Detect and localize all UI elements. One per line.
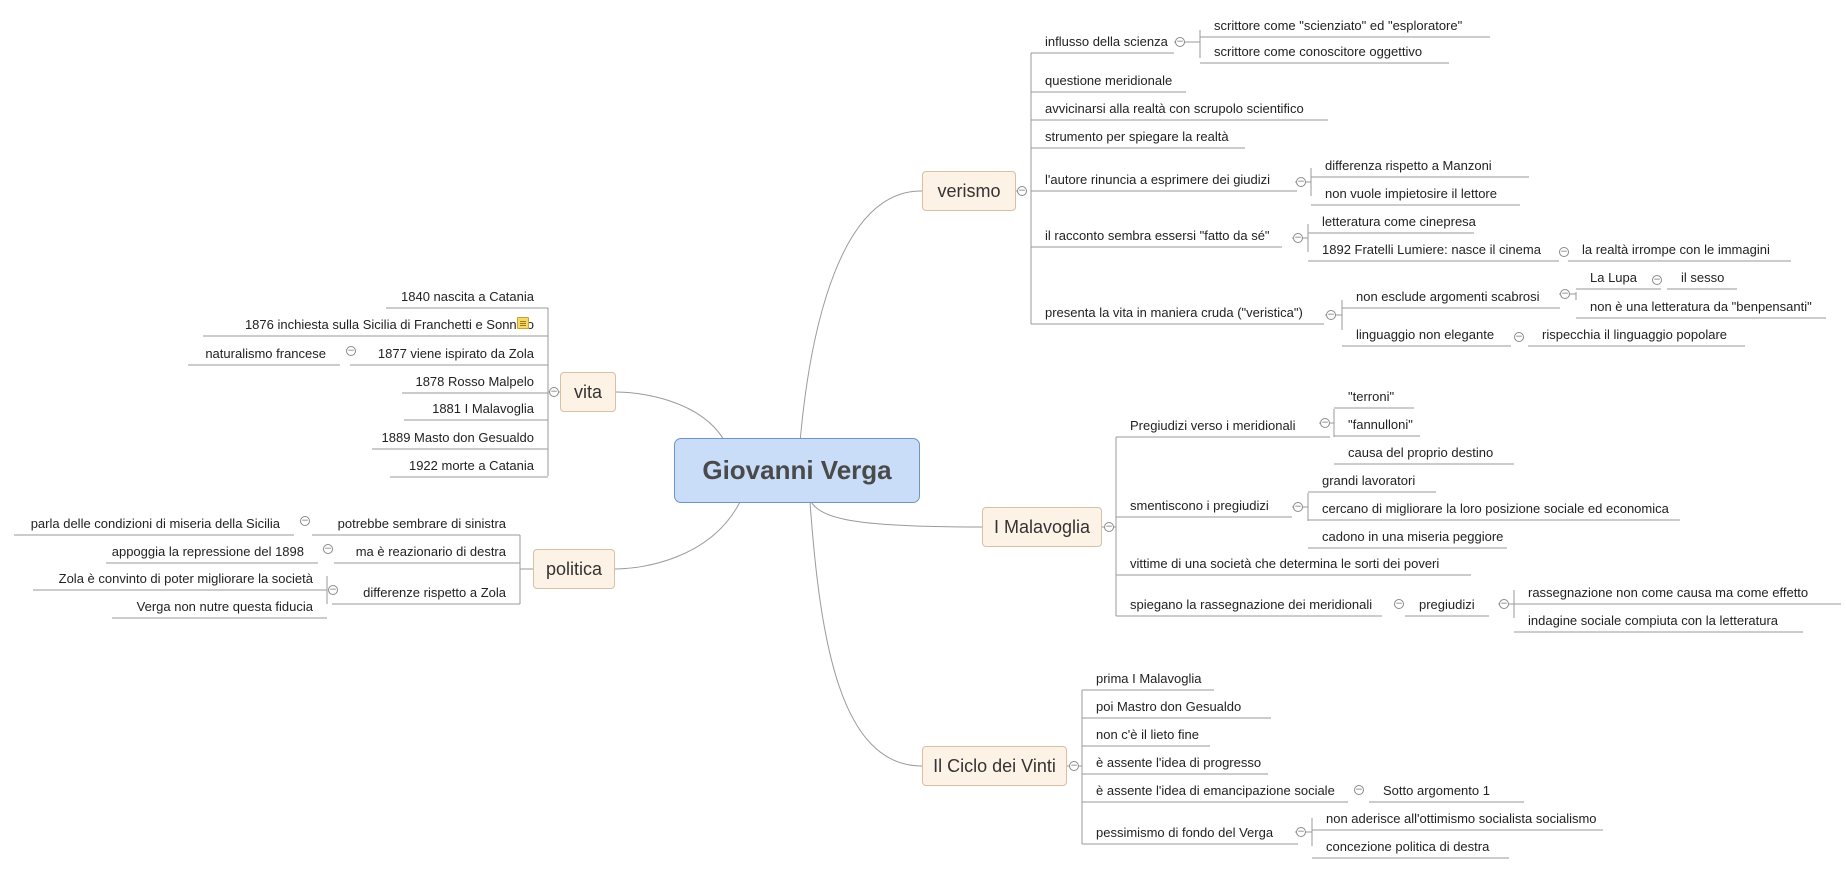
subtopic-causa-del-proprio-destino[interactable]: causa del proprio destino (1348, 445, 1494, 460)
subtopic-naturalismo-francese[interactable]: naturalismo francese (205, 346, 326, 361)
connector (615, 391, 725, 441)
subtopic-scrittore-come-scienziato-ed-esploratore[interactable]: scrittore come "scienziato" ed "esplorat… (1214, 18, 1463, 33)
subtopic-smentiscono-i-pregiudizi[interactable]: smentiscono i pregiudizi (1130, 498, 1269, 513)
topic-ciclo-dei-vinti[interactable]: Il Ciclo dei Vinti (922, 746, 1067, 786)
collapse-toggle-icon[interactable]: − (1017, 186, 1027, 196)
subtopic-1922-morte-a-catania[interactable]: 1922 morte a Catania (408, 458, 534, 473)
subtopic-1877-viene-ispirato-da-zola[interactable]: 1877 viene ispirato da Zola (377, 346, 534, 361)
collapse-toggle-icon[interactable]: − (1326, 310, 1336, 320)
subtopic-il-racconto-sembra-essersi-fatto-da-se[interactable]: il racconto sembra essersi "fatto da sé" (1045, 228, 1270, 243)
subtopic-presenta-la-vita-in-maniera-cruda-verist[interactable]: presenta la vita in maniera cruda ("veri… (1045, 305, 1303, 320)
subtopic-non-aderisce-all-ottimismo-socialista-so[interactable]: non aderisce all'ottimismo socialista so… (1326, 811, 1597, 826)
topic-malavoglia[interactable]: I Malavoglia (982, 507, 1102, 547)
subtopic-terroni[interactable]: "terroni" (1348, 389, 1395, 404)
collapse-toggle-icon[interactable]: − (1559, 247, 1569, 257)
subtopic-grandi-lavoratori[interactable]: grandi lavoratori (1322, 473, 1416, 488)
topic-verismo[interactable]: verismo (922, 171, 1016, 211)
subtopic-zola-e-convinto-di-poter-migliorare-la-s[interactable]: Zola è convinto di poter migliorare la s… (58, 571, 313, 586)
subtopic-poi-mastro-don-gesualdo[interactable]: poi Mastro don Gesualdo (1096, 699, 1242, 714)
subtopic-sotto-argomento-1[interactable]: Sotto argomento 1 (1383, 783, 1490, 798)
subtopic-fannulloni[interactable]: "fannulloni" (1348, 417, 1413, 432)
collapse-toggle-icon[interactable]: − (328, 585, 338, 595)
subtopic-concezione-politica-di-destra[interactable]: concezione politica di destra (1326, 839, 1490, 854)
subtopic-e-assente-l-idea-di-emancipazione-social[interactable]: è assente l'idea di emancipazione social… (1096, 783, 1335, 798)
subtopic-avvicinarsi-alla-realta-con-scrupolo-sci[interactable]: avvicinarsi alla realtà con scrupolo sci… (1045, 101, 1304, 116)
collapse-toggle-icon[interactable]: − (1354, 785, 1364, 795)
subtopic-strumento-per-spiegare-la-realta[interactable]: strumento per spiegare la realtà (1045, 129, 1229, 144)
subtopic-prima-i-malavoglia[interactable]: prima I Malavoglia (1096, 671, 1202, 686)
subtopic-1889-masto-don-gesualdo[interactable]: 1889 Masto don Gesualdo (381, 430, 535, 445)
subtopic-pessimismo-di-fondo-del-verga[interactable]: pessimismo di fondo del Verga (1096, 825, 1274, 840)
subtopic-pregiudizi[interactable]: pregiudizi (1419, 597, 1475, 612)
subtopic-parla-delle-condizioni-di-miseria-della-[interactable]: parla delle condizioni di miseria della … (30, 516, 280, 531)
collapse-toggle-icon[interactable]: − (1499, 599, 1509, 609)
central-topic[interactable]: Giovanni Verga (674, 438, 920, 503)
subtopic-la-lupa[interactable]: La Lupa (1590, 270, 1637, 285)
collapse-toggle-icon[interactable]: − (323, 544, 333, 554)
subtopic-appoggia-la-repressione-del-1898[interactable]: appoggia la repressione del 1898 (111, 544, 304, 559)
subtopic-vittime-di-una-societa-che-determina-le-[interactable]: vittime di una società che determina le … (1130, 556, 1440, 571)
subtopic-1881-i-malavoglia[interactable]: 1881 I Malavoglia (432, 401, 534, 416)
subtopic-letteratura-come-cinepresa[interactable]: letteratura come cinepresa (1322, 214, 1476, 229)
subtopic-non-esclude-argomenti-scabrosi[interactable]: non esclude argomenti scabrosi (1356, 289, 1540, 304)
collapse-toggle-icon[interactable]: − (1296, 177, 1306, 187)
subtopic-differenze-rispetto-a-zola[interactable]: differenze rispetto a Zola (363, 585, 506, 600)
collapse-toggle-icon[interactable]: − (1652, 275, 1662, 285)
collapse-toggle-icon[interactable]: − (1394, 599, 1404, 609)
subtopic-non-e-una-letteratura-da-benpensanti[interactable]: non è una letteratura da "benpensanti" (1590, 299, 1812, 314)
subtopic-il-sesso[interactable]: il sesso (1681, 270, 1725, 285)
collapse-toggle-icon[interactable]: − (549, 387, 559, 397)
subtopic-questione-meridionale[interactable]: questione meridionale (1045, 73, 1173, 88)
connector (809, 501, 923, 767)
collapse-toggle-icon[interactable]: − (1293, 233, 1303, 243)
subtopic-l-autore-rinuncia-a-esprimere-dei-giudiz[interactable]: l'autore rinuncia a esprimere dei giudiz… (1045, 172, 1271, 187)
subtopic-rispecchia-il-linguaggio-popolare[interactable]: rispecchia il linguaggio popolare (1542, 327, 1728, 342)
subtopic-differenza-rispetto-a-manzoni[interactable]: differenza rispetto a Manzoni (1325, 158, 1492, 173)
collapse-toggle-icon[interactable]: − (346, 346, 356, 356)
connector (614, 501, 741, 570)
collapse-toggle-icon[interactable]: − (1560, 289, 1570, 299)
connector (809, 499, 983, 528)
topic-vita[interactable]: vita (560, 372, 616, 412)
collapse-toggle-icon[interactable]: − (1293, 502, 1303, 512)
subtopic-linguaggio-non-elegante[interactable]: linguaggio non elegante (1356, 327, 1495, 342)
subtopic-verga-non-nutre-questa-fiducia[interactable]: Verga non nutre questa fiducia (136, 599, 313, 614)
subtopic-indagine-sociale-compiuta-con-la-lettera[interactable]: indagine sociale compiuta con la lettera… (1528, 613, 1779, 628)
collapse-toggle-icon[interactable]: − (1069, 761, 1079, 771)
collapse-toggle-icon[interactable]: − (1104, 522, 1114, 532)
collapse-toggle-icon[interactable]: − (1320, 418, 1330, 428)
subtopic-la-realta-irrompe-con-le-immagini[interactable]: la realtà irrompe con le immagini (1582, 242, 1770, 257)
subtopic-non-c-e-il-lieto-fine[interactable]: non c'è il lieto fine (1096, 727, 1199, 742)
collapse-toggle-icon[interactable]: − (1175, 37, 1185, 47)
subtopic-spiegano-la-rassegnazione-dei-meridional[interactable]: spiegano la rassegnazione dei meridional… (1130, 597, 1373, 612)
connector (799, 190, 923, 443)
subtopic-influsso-della-scienza[interactable]: influsso della scienza (1045, 34, 1168, 49)
topic-politica[interactable]: politica (533, 549, 615, 589)
subtopic-1840-nascita-a-catania[interactable]: 1840 nascita a Catania (401, 289, 534, 304)
subtopic-potrebbe-sembrare-di-sinistra[interactable]: potrebbe sembrare di sinistra (337, 516, 506, 531)
collapse-toggle-icon[interactable]: − (1514, 332, 1524, 342)
collapse-toggle-icon[interactable]: − (300, 516, 310, 526)
collapse-toggle-icon[interactable]: − (1296, 827, 1306, 837)
subtopic-1892-fratelli-lumiere-nasce-il-cinema[interactable]: 1892 Fratelli Lumiere: nasce il cinema (1322, 242, 1541, 257)
subtopic-pregiudizi-verso-i-meridionali[interactable]: Pregiudizi verso i meridionali (1130, 418, 1296, 433)
note-icon[interactable] (517, 317, 529, 329)
subtopic-e-assente-l-idea-di-progresso[interactable]: è assente l'idea di progresso (1096, 755, 1262, 770)
subtopic-1876-inchiesta-sulla-sicilia-di-franchet[interactable]: 1876 inchiesta sulla Sicilia di Franchet… (244, 317, 534, 332)
subtopic-1878-rosso-malpelo[interactable]: 1878 Rosso Malpelo (415, 374, 534, 389)
subtopic-rassegnazione-non-come-causa-ma-come-eff[interactable]: rassegnazione non come causa ma come eff… (1528, 585, 1809, 600)
subtopic-scrittore-come-conoscitore-oggettivo[interactable]: scrittore come conoscitore oggettivo (1214, 44, 1423, 59)
subtopic-cadono-in-una-miseria-peggiore[interactable]: cadono in una miseria peggiore (1322, 529, 1504, 544)
subtopic-non-vuole-impietosire-il-lettore[interactable]: non vuole impietosire il lettore (1325, 186, 1497, 201)
subtopic-cercano-di-migliorare-la-loro-posizione-[interactable]: cercano di migliorare la loro posizione … (1322, 501, 1669, 516)
subtopic-ma-e-reazionario-di-destra[interactable]: ma è reazionario di destra (355, 544, 506, 559)
